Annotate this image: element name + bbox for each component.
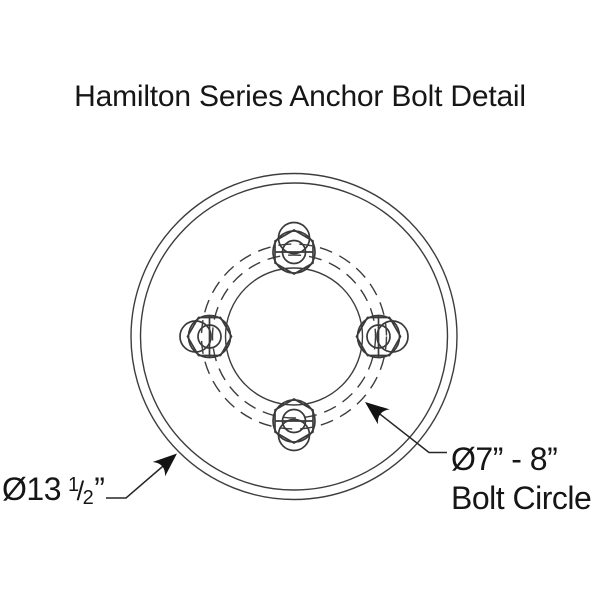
fraction-numerator: 1: [67, 474, 79, 496]
washer-circle: [272, 230, 316, 274]
plate-rim-circle: [139, 182, 449, 491]
plate-outer-circle: [130, 172, 458, 501]
bolt-circle-caption: Bolt Circle: [451, 480, 592, 516]
hex-nut: [274, 229, 314, 275]
fraction-slash: /: [76, 476, 85, 506]
anchor-bolt-left: [179, 314, 233, 359]
anchor-bolt-right: [355, 314, 409, 359]
bolt-circle-diameter-range: Ø7” - 8”: [451, 441, 558, 477]
hex-nut: [274, 398, 314, 444]
arrowhead-bolt-circle: [365, 402, 390, 425]
plate-diameter-value: Ø13: [2, 471, 61, 507]
fraction-denominator: 2: [82, 487, 94, 509]
plate-center-hole-circle: [224, 267, 364, 406]
arrowhead-plate-diameter: [152, 453, 177, 477]
page-title: Hamilton Series Anchor Bolt Detail: [74, 80, 526, 113]
inch-mark: ”: [94, 471, 105, 507]
bolt-circle-label: Ø7” - 8” Bolt Circle: [451, 440, 592, 518]
anchor-bolt-top: [272, 221, 316, 275]
anchor-bolt-bottom: [272, 398, 316, 452]
bolt-circle-dashed-outer: [200, 243, 388, 430]
washer-circle: [187, 314, 232, 359]
bolt-circle-dashed-inner: [211, 254, 377, 419]
leader-line-bolt-circle: [368, 404, 447, 454]
washer-circle: [356, 314, 401, 359]
hex-nut: [355, 316, 402, 357]
plate-diameter-label: Ø13 1/2”: [2, 471, 105, 509]
washer-circle: [272, 399, 316, 443]
leader-line-plate-diameter: [106, 456, 174, 499]
hex-nut: [186, 316, 233, 357]
